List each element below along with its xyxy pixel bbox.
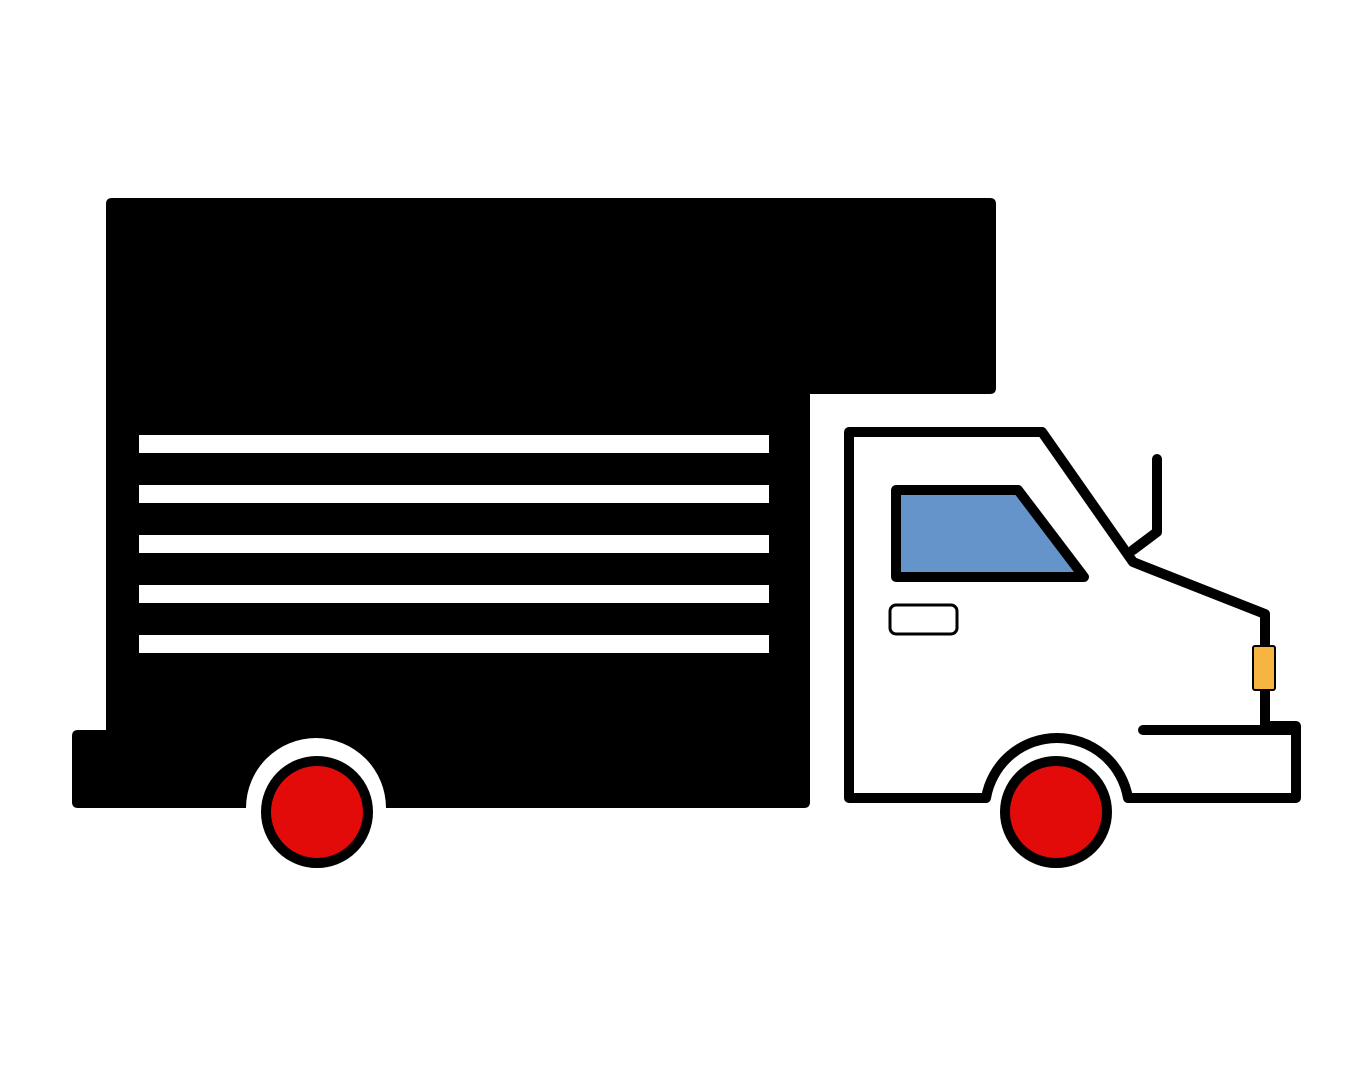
rear-wheel-icon: [261, 756, 373, 868]
cargo-stripe-4: [139, 585, 769, 603]
cargo-stripe-1: [139, 435, 769, 453]
door-handle: [888, 603, 959, 636]
cargo-stripe-5: [139, 635, 769, 653]
front-wheel-icon: [1000, 756, 1112, 868]
indicator-light-icon: [1252, 645, 1276, 691]
cargo-stripes: [139, 435, 769, 653]
cab-window: [891, 485, 1089, 582]
cargo-stripe-3: [139, 535, 769, 553]
side-mirror-icon: [1128, 454, 1162, 555]
cargo-stripe-2: [139, 485, 769, 503]
